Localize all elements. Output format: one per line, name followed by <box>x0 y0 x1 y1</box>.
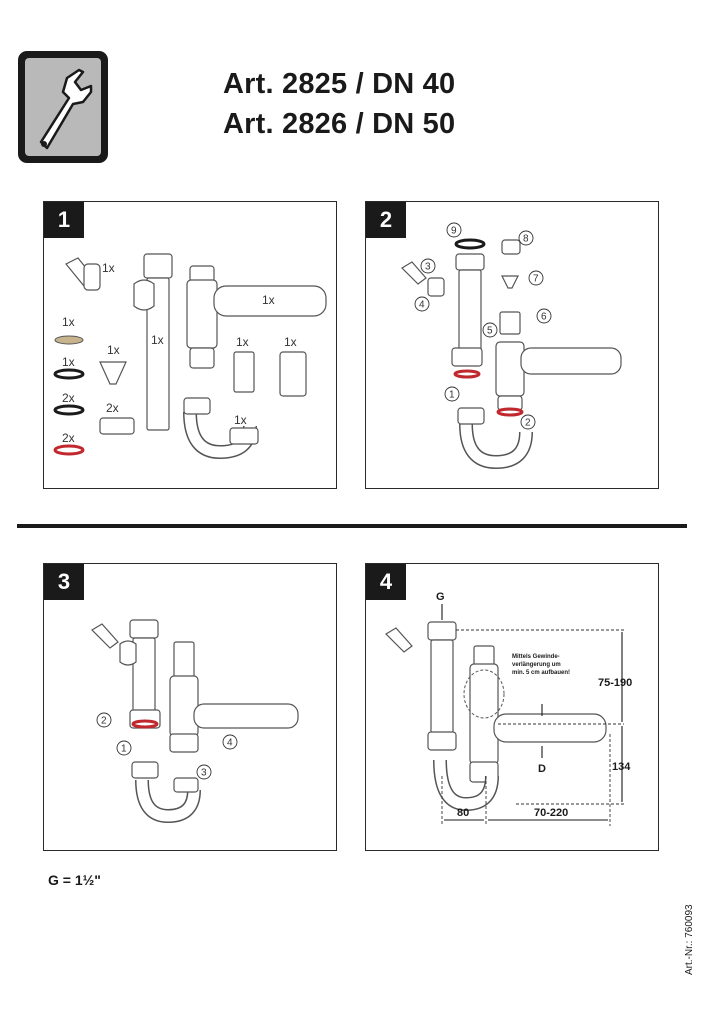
article-number: Art.-Nr.: 760093 <box>684 904 695 975</box>
o-ring-black-top <box>454 238 486 250</box>
diameter-label: D <box>538 763 546 775</box>
step-1: 1 <box>449 390 455 401</box>
note-line-2: verlängerung um <box>512 662 561 668</box>
o-ring-black-1 <box>53 368 85 380</box>
qty-oring-black-1: 1x <box>62 355 75 369</box>
tool-badge <box>18 51 108 163</box>
step-panel-4: G Mittels Gewinde- verlängerung um min. … <box>365 563 659 851</box>
title-line-1: Art. 2825 / DN 40 <box>223 68 456 100</box>
thread-label: G <box>436 591 445 603</box>
panel-number-3: 3 <box>44 564 84 600</box>
step-panel-2: 9 8 3 7 4 6 5 1 2 2 <box>365 201 659 489</box>
step-5: 5 <box>487 326 493 337</box>
note-line-1: Mittels Gewinde- <box>512 654 560 660</box>
dim-width-left: 80 <box>457 807 469 819</box>
assembly-steps-drawing: 9 8 3 7 4 6 5 1 2 <box>401 222 622 470</box>
dim-height-top: 75-190 <box>598 677 632 689</box>
qty-hose: 1x <box>102 261 115 275</box>
qty-branch: 1x <box>262 293 275 307</box>
o-ring-red-right <box>496 407 524 417</box>
step-panel-1: 1x 1x 1x 1x 1x 1x 2x 2x 2x 1x 1x 1x 1 <box>43 201 337 489</box>
wrench-icon <box>39 68 93 150</box>
step-7: 7 <box>533 274 539 285</box>
title-line-2: Art. 2826 / DN 50 <box>223 108 456 140</box>
dim-height-bottom: 134 <box>612 761 631 773</box>
qty-short-b: 1x <box>284 335 297 349</box>
qty-oring-black-2: 2x <box>62 391 75 405</box>
extension-note-outline <box>463 669 505 719</box>
step-4: 4 <box>419 300 425 311</box>
parts-list-drawing: 1x 1x 1x 1x 1x 1x 2x 2x 2x 1x 1x 1x <box>53 253 327 460</box>
washer-tan <box>54 335 84 345</box>
dimension-drawing: G Mittels Gewinde- verlängerung um min. … <box>385 591 632 826</box>
step-1: 1 <box>121 744 127 755</box>
o-ring-red-3 <box>131 719 159 729</box>
step-3: 3 <box>201 768 207 779</box>
qty-cone: 1x <box>107 343 120 357</box>
step-8: 8 <box>523 234 529 245</box>
qty-oring-red: 2x <box>62 431 75 445</box>
step-9: 9 <box>451 226 457 237</box>
o-ring-red <box>53 444 85 456</box>
panel-number-4: 4 <box>366 564 406 600</box>
section-divider <box>17 524 687 528</box>
tool-badge-inner <box>25 58 101 156</box>
qty-washer: 1x <box>62 315 75 329</box>
qty-tube: 1x <box>151 333 164 347</box>
o-ring-red-left <box>453 369 481 379</box>
dim-width-right: 70-220 <box>534 807 568 819</box>
qty-nut: 2x <box>106 401 119 415</box>
o-ring-black-2 <box>53 404 85 416</box>
step-2: 2 <box>101 716 107 727</box>
thread-note: G = 1½" <box>48 872 101 888</box>
qty-short-a: 1x <box>236 335 249 349</box>
panel-number-1: 1 <box>44 202 84 238</box>
note-line-3: min. 5 cm aufbauen! <box>512 670 570 676</box>
step-4: 4 <box>227 738 233 749</box>
step-6: 6 <box>541 312 547 323</box>
step-3: 3 <box>425 262 431 273</box>
qty-bend: 1x <box>234 413 247 427</box>
step-2: 2 <box>525 418 531 429</box>
assembly-drawing-3: 2 4 1 3 <box>91 619 299 824</box>
panel-number-2: 2 <box>366 202 406 238</box>
step-panel-3: 2 4 1 3 3 <box>43 563 337 851</box>
